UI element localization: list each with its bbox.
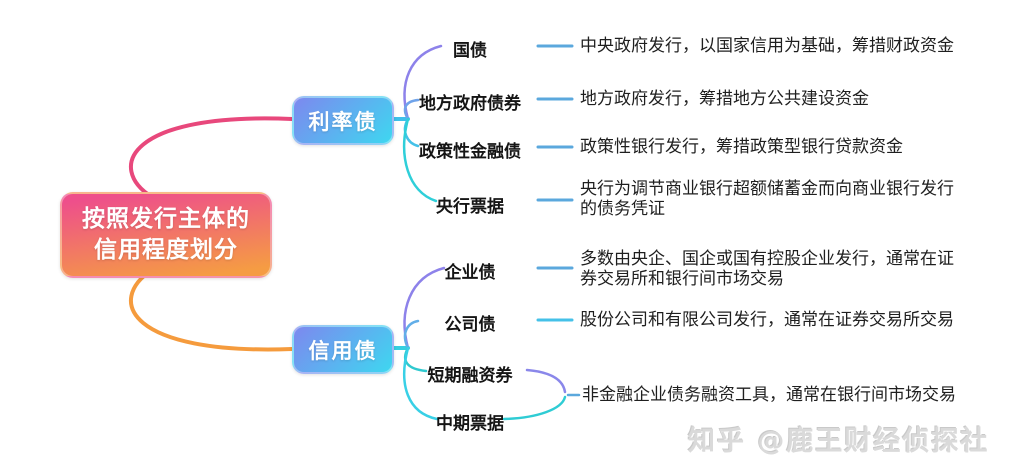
desc-treasury-bond: 中央政府发行，以国家信用为基础，筹措财政资金: [580, 36, 954, 56]
desc-central-bank-bill-line1: 央行为调节商业银行超额储蓄金而向商业银行发行: [580, 179, 954, 199]
desc-local-gov-bond: 地方政府发行，筹措地方公共建设资金: [580, 89, 869, 109]
desc-policy-financial-bond: 政策性银行发行，筹措政策型银行贷款资金: [580, 137, 903, 157]
brace-upper-arm: [525, 368, 567, 394]
leaf-label-central-bank-bill: 央行票据: [436, 197, 504, 217]
leaf-label-local-gov-bond: 地方政府债券: [419, 94, 521, 114]
link-root-to-credit: [128, 268, 294, 352]
root-node-line2: 信用程度划分: [94, 237, 238, 263]
desc-enterprise-bond-line1: 多数由央企、国企或国有控股企业发行，通常在证: [580, 249, 954, 269]
link-to-medium-term-note: [403, 346, 439, 421]
leaf-label-corporate-bond: 公司债: [444, 315, 496, 335]
root-node: 按照发行主体的 信用程度划分: [60, 192, 272, 278]
desc-enterprise-bond: 多数由央企、国企或国有控股企业发行，通常在证 券交易所和银行间市场交易: [580, 249, 954, 289]
desc-corporate-bond: 股份公司和有限公司发行，通常在证券交易所交易: [580, 310, 954, 330]
branch-node-credit-bond: 信用债: [292, 325, 394, 374]
leaf-label-medium-term-note: 中期票据: [436, 414, 504, 434]
link-root-to-interest-rate: [128, 116, 294, 199]
desc-shared-financing-tool: 非金融企业债务融资工具，通常在银行间市场交易: [582, 385, 956, 405]
leaf-label-enterprise-bond: 企业债: [444, 263, 496, 283]
leaf-label-short-term-note: 短期融资券: [427, 366, 513, 386]
brace-lower-arm: [502, 395, 567, 421]
link-to-central-bank-bill: [402, 117, 438, 203]
branch-node-interest-rate-bond: 利率债: [292, 96, 394, 145]
desc-central-bank-bill-line2: 的债务凭证: [580, 199, 665, 219]
watermark-zhihu: 知乎 @鹿王财经侦探社: [688, 426, 990, 457]
leaf-label-treasury-bond: 国债: [453, 41, 487, 61]
link-to-local-gov-bond: [403, 98, 420, 121]
leaf-label-policy-financial-bond: 政策性金融债: [419, 142, 521, 162]
link-to-corporate-bond: [403, 319, 420, 350]
root-node-line1: 按照发行主体的: [82, 206, 250, 232]
desc-enterprise-bond-line2: 券交易所和银行间市场交易: [580, 269, 784, 289]
desc-central-bank-bill: 央行为调节商业银行超额储蓄金而向商业银行发行 的债务凭证: [580, 179, 954, 219]
